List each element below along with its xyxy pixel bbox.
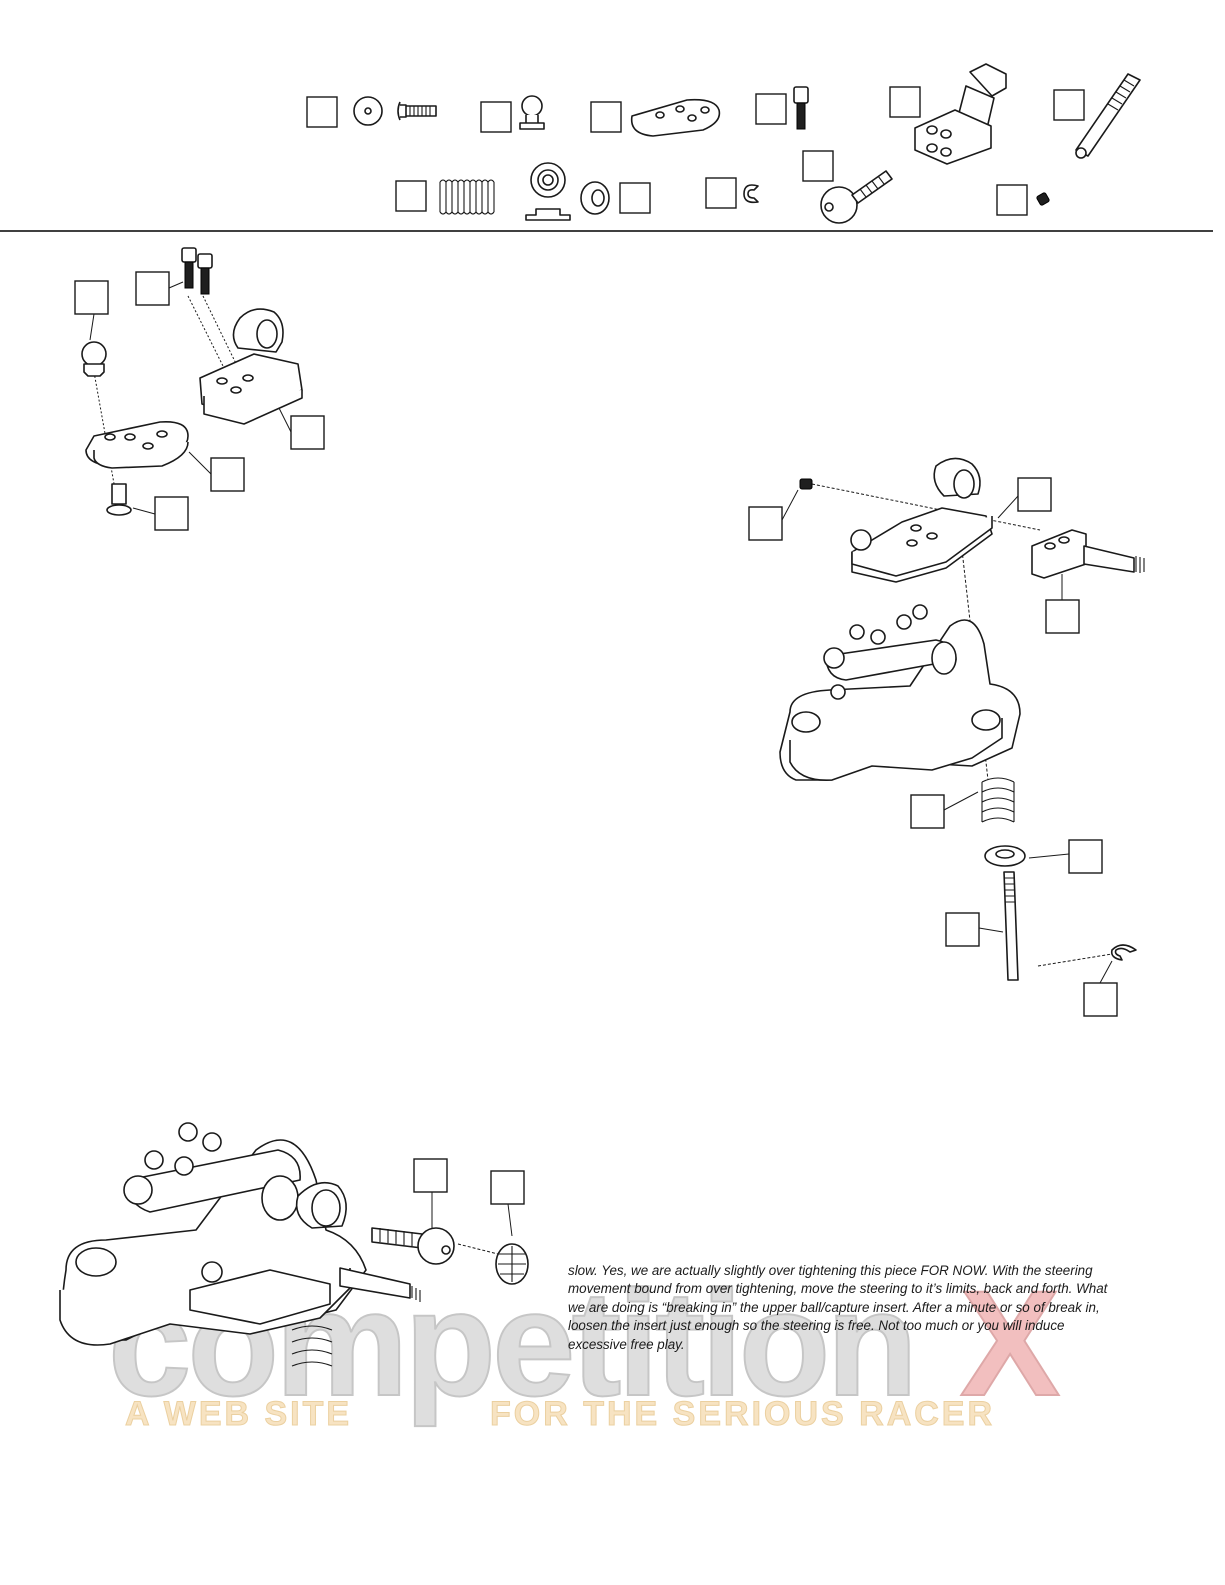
callout-box: [210, 457, 245, 492]
capture-insert-part: [495, 1243, 529, 1285]
callout-box: [413, 1158, 448, 1193]
watermark-tagline-right: FOR THE SERIOUS RACER: [490, 1395, 995, 1433]
watermark-tagline-left: A WEB SITE: [125, 1395, 352, 1433]
steering-plate-icon: [630, 98, 721, 137]
callout-box: [802, 150, 834, 182]
callout-box: [1017, 477, 1052, 512]
callout-box: [945, 912, 980, 947]
callout-box: [306, 96, 338, 128]
callout-box: [74, 280, 109, 315]
spring-part: [981, 777, 1015, 823]
e-clip-icon: [743, 184, 759, 204]
pivot-pin-part: [1003, 871, 1019, 981]
cap-screw-icon: [793, 86, 809, 130]
threaded-pin-icon: [1075, 73, 1141, 159]
callout-box: [996, 184, 1028, 216]
callout-box: [490, 1170, 525, 1205]
callout-box: [1053, 89, 1085, 121]
callout-box: [135, 271, 170, 306]
watermark-brand-accent: X: [960, 1259, 1059, 1427]
callout-box: [1045, 599, 1080, 634]
callout-box: [1083, 982, 1118, 1017]
e-clip-part: [1110, 944, 1137, 961]
callout-box: [705, 177, 737, 209]
callout-box: [290, 415, 325, 450]
parts-legend: [306, 63, 1141, 224]
spring-icon: [439, 179, 495, 215]
set-screw-part: [799, 478, 813, 490]
cap-screws-part: [181, 247, 213, 295]
button-screw-part: [106, 483, 132, 516]
callout-box: [910, 794, 945, 829]
ball-stud-part: [81, 341, 107, 377]
callout-box: [748, 506, 783, 541]
ball-stud-icon: [519, 95, 545, 130]
bellcrank-chassis-part: [779, 604, 1021, 781]
washer-and-button-screw-icon: [353, 96, 437, 126]
callout-box: [755, 93, 787, 125]
steering-block-part: [199, 308, 303, 425]
bushing-icon: [525, 162, 610, 221]
steering-plate-part: [85, 420, 189, 469]
callout-box: [1068, 839, 1103, 874]
post-block-part: [1031, 529, 1145, 579]
callout-box: [480, 101, 512, 133]
assembled-bellcrank-part: [59, 1122, 421, 1367]
figure-assembled-bellcrank: [59, 1122, 529, 1367]
set-screw-icon: [1036, 192, 1050, 206]
figure-steering-plate-exploded: [74, 247, 325, 531]
upper-steering-block-part: [850, 457, 993, 583]
callout-box: [590, 101, 622, 133]
callout-box: [395, 180, 427, 212]
watermark: competition X A WEB SITE FOR THE SERIOUS…: [107, 1258, 1064, 1434]
post-block-icon: [914, 63, 1007, 165]
callout-box: [889, 86, 921, 118]
callout-box: [619, 182, 651, 214]
ball-end-icon: [820, 170, 893, 224]
callout-box: [154, 496, 189, 531]
instruction-paragraph: slow. Yes, we are actually slightly over…: [568, 1263, 1108, 1352]
bushing-part: [984, 845, 1026, 867]
figure-bellcrank-exploded: [748, 457, 1145, 1017]
ball-end-part: [371, 1227, 455, 1265]
